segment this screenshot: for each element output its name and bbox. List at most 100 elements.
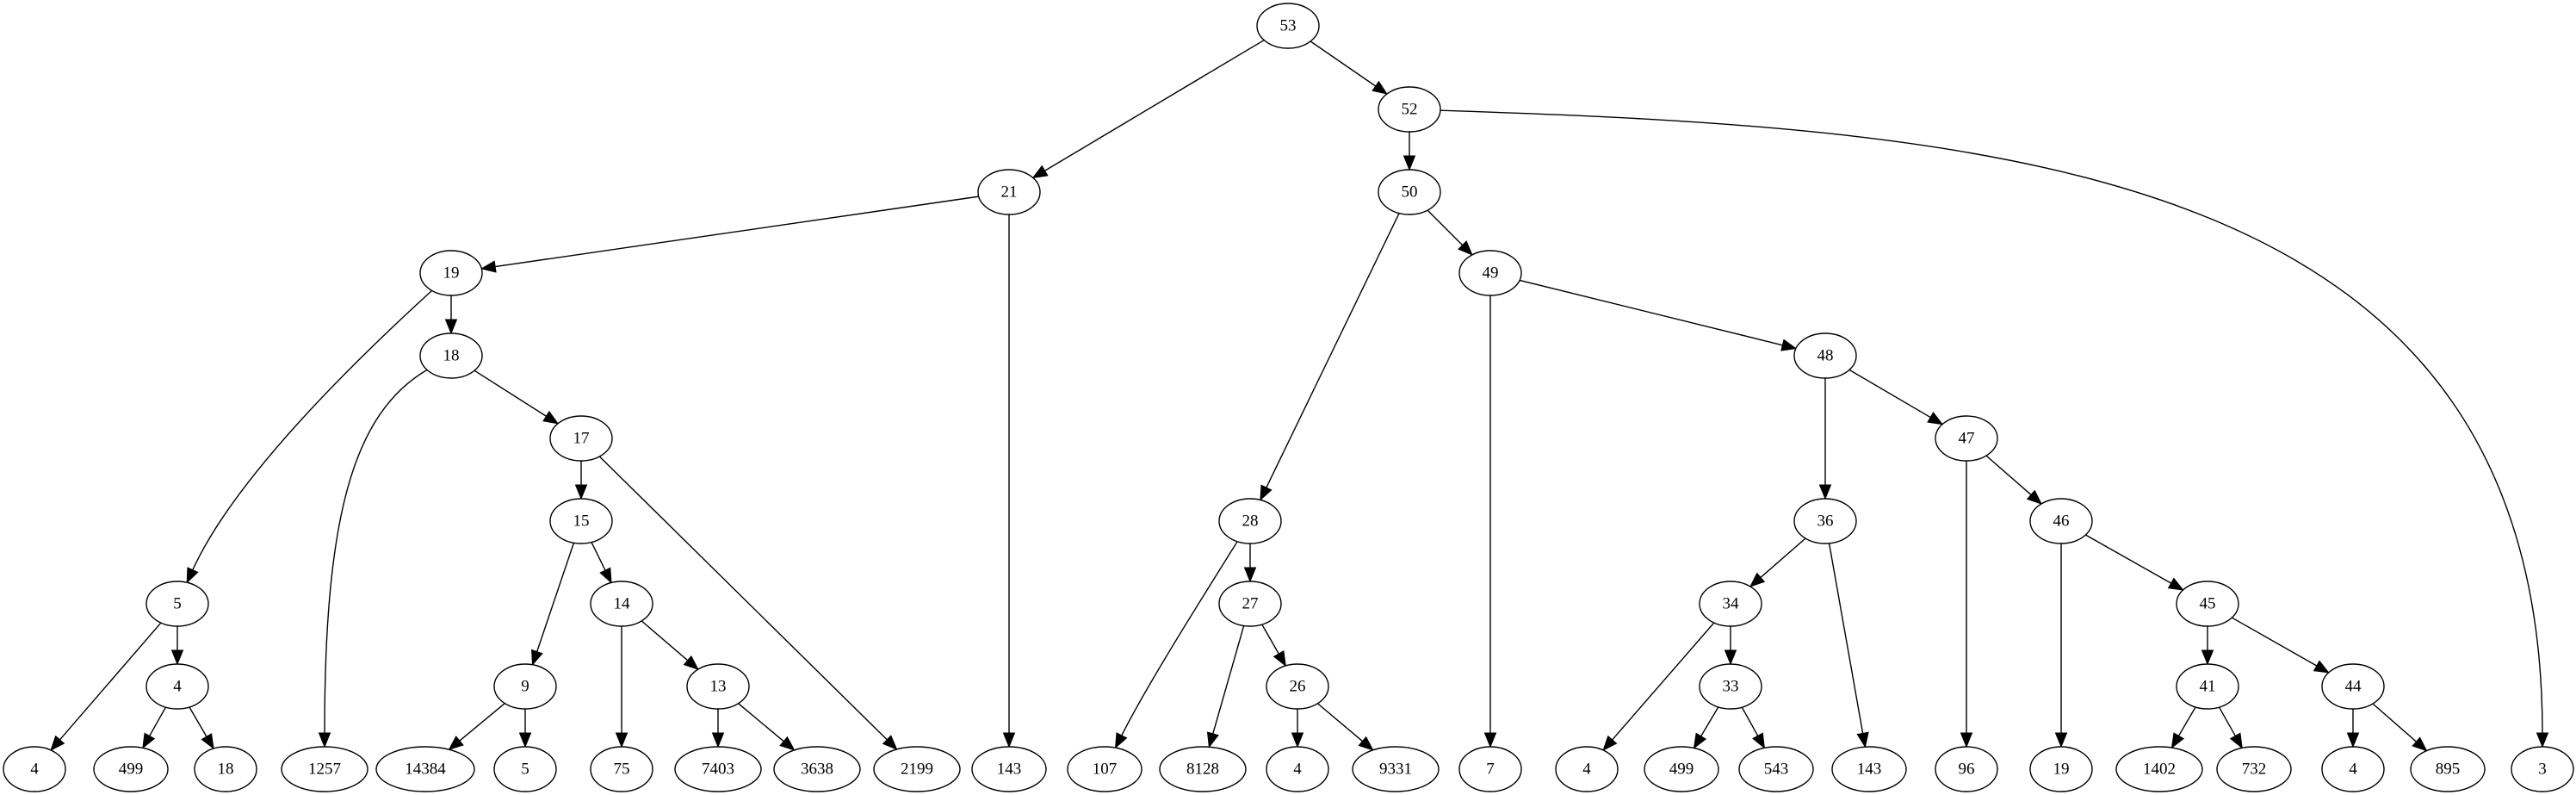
arrowhead-icon [444, 319, 458, 335]
tree-node: 1257 [281, 746, 368, 792]
node-ellipse [2029, 498, 2093, 544]
node-label: 1257 [308, 761, 341, 779]
tree-node: 4 [146, 663, 209, 710]
arrowhead-icon [1856, 731, 1869, 748]
edge-27-to-26 [1261, 624, 1286, 668]
node-label: 19 [443, 264, 460, 283]
edge-9-to-14384 [448, 703, 505, 751]
node-label: 7403 [702, 761, 734, 779]
node-ellipse [1699, 663, 1762, 710]
node-ellipse [1067, 746, 1142, 792]
edge-49-to-48 [1519, 279, 1798, 351]
tree-node: 21 [977, 169, 1041, 215]
edge-34-to-4 [1602, 622, 1715, 751]
edge-line [591, 542, 606, 571]
node-label: 34 [1723, 595, 1740, 613]
edge-34-to-33 [1724, 626, 1737, 666]
edge-line [474, 370, 547, 417]
arrowhead-icon [574, 484, 588, 500]
arrowhead-icon [1372, 80, 1389, 95]
edge-46-to-19 [2054, 543, 2068, 748]
node-ellipse [493, 663, 557, 710]
tree-node: 18 [419, 332, 483, 379]
tree-node: 3 [2511, 746, 2574, 792]
arrowhead-icon [2229, 732, 2243, 749]
node-label: 3638 [801, 761, 833, 779]
node-label: 2199 [901, 761, 933, 779]
tree-node: 33 [1699, 663, 1762, 710]
node-label: 15 [573, 512, 590, 531]
tree-node: 499 [1644, 746, 1719, 792]
tree-node: 53 [1256, 3, 1320, 49]
edge-21-to-19 [480, 196, 979, 273]
edge-5-to-4 [170, 626, 184, 666]
node-ellipse [1644, 746, 1719, 792]
node-ellipse [1699, 581, 1762, 627]
node-ellipse [549, 498, 613, 544]
edge-line [192, 289, 433, 571]
edge-33-to-543 [1741, 706, 1766, 749]
arrowhead-icon [1818, 484, 1832, 500]
node-ellipse [2321, 663, 2385, 710]
tree-node: 499 [93, 746, 169, 792]
node-label: 46 [2053, 512, 2070, 531]
edge-9-to-5 [518, 709, 532, 748]
arrowhead-icon [1752, 732, 1766, 749]
node-ellipse [686, 663, 750, 710]
node-label: 732 [2242, 761, 2267, 779]
tree-node: 9 [493, 663, 557, 710]
node-label: 14384 [405, 761, 446, 779]
arrowhead-icon [2170, 732, 2185, 749]
node-ellipse [977, 169, 1041, 215]
node-ellipse [1378, 169, 1441, 215]
edge-line [1266, 213, 1400, 488]
edge-line [1848, 369, 1931, 419]
edge-15-to-14 [591, 542, 612, 584]
node-label: 18 [218, 761, 234, 779]
tree-node: 18 [194, 746, 257, 792]
node-label: 8128 [1186, 761, 1219, 779]
node-label: 4 [30, 761, 39, 779]
arrowhead-icon [1291, 732, 1304, 748]
tree-node: 4 [1266, 746, 1329, 792]
node-label: 41 [2200, 678, 2216, 696]
edge-line [1212, 625, 1245, 735]
edge-line [1700, 706, 1719, 737]
node-ellipse [674, 746, 762, 792]
node-ellipse [194, 746, 257, 792]
arrowhead-icon [1273, 650, 1286, 668]
arrowhead-icon [1243, 567, 1257, 583]
node-ellipse [1256, 3, 1320, 49]
node-label: 499 [1669, 761, 1694, 779]
node-ellipse [1378, 86, 1441, 133]
arrowhead-icon [1780, 338, 1798, 351]
node-label: 53 [1280, 17, 1297, 35]
edge-line [1760, 537, 1806, 578]
edge-33-to-499 [1693, 706, 1719, 749]
node-ellipse [1218, 498, 1282, 544]
node-ellipse [146, 581, 209, 627]
arrowhead-icon [615, 732, 629, 748]
node-ellipse [1266, 663, 1329, 710]
node-label: 19 [2053, 761, 2070, 779]
node-ellipse [1935, 746, 1998, 792]
edge-line [324, 369, 428, 734]
edge-line [1310, 40, 1377, 87]
edge-4-to-499 [142, 706, 167, 749]
arrowhead-icon [1031, 165, 1049, 179]
tree-node: 17 [549, 415, 613, 462]
node-ellipse [971, 746, 1047, 792]
edge-13-to-3638 [738, 703, 796, 751]
arrowhead-icon [50, 735, 65, 751]
edge-17-to-15 [574, 461, 588, 500]
tree-node: 8128 [1159, 746, 1247, 792]
edge-36-to-143 [1828, 543, 1869, 748]
tree-node: 1402 [2115, 746, 2203, 792]
edge-52-to-3 [1440, 109, 2549, 748]
edge-line [2231, 617, 2318, 667]
arrowhead-icon [1693, 732, 1707, 749]
arrowhead-icon [1927, 412, 1944, 425]
node-ellipse [1458, 746, 1522, 792]
node-ellipse [1266, 746, 1329, 792]
edge-45-to-41 [2201, 626, 2214, 666]
